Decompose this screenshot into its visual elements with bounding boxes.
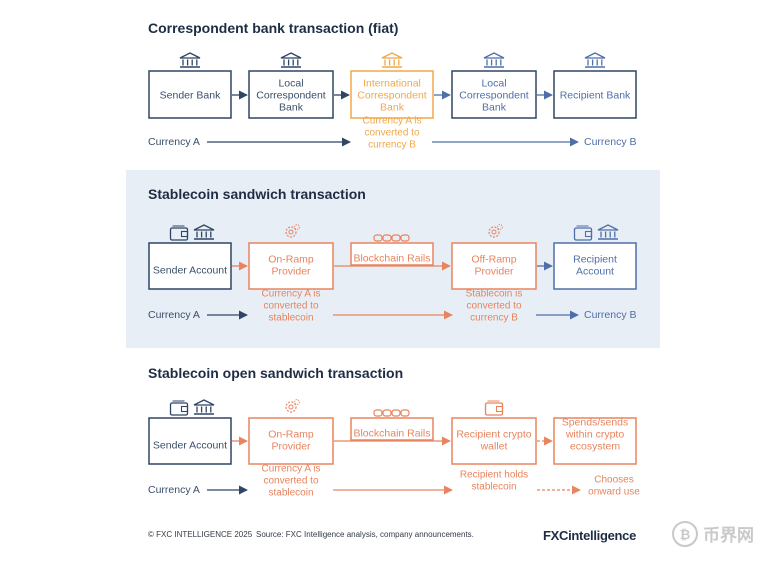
s3-box-label: Sender Account: [153, 440, 227, 452]
s2-currency-start: Currency A: [148, 309, 200, 321]
s1-box-label: Sender Bank: [160, 90, 221, 102]
s1-box-recipient-bank: Recipient Bank: [553, 70, 637, 119]
s2-box-sender-account: Sender Account: [148, 242, 232, 290]
s1-box-label: Recipient Bank: [560, 90, 631, 102]
s3-box-sender-account: Sender Account: [148, 417, 232, 465]
s2-box-blockchain-rails: Blockchain Rails: [350, 242, 434, 266]
source-text: Source: FXC Intelligence analysis, compa…: [256, 530, 474, 539]
s1-currency-start: Currency A: [148, 136, 200, 148]
section-title-open-sandwich: Stablecoin open sandwich transaction: [148, 365, 403, 381]
wallet-icon: [484, 400, 504, 416]
svg-text:₿: ₿: [680, 527, 691, 542]
bank-icon: [381, 52, 403, 68]
s3-currency-start: Currency A: [148, 484, 200, 496]
fxc-logo: FXCintelligence: [543, 528, 636, 543]
s3-box-label: Blockchain Rails: [353, 428, 430, 440]
watermark-text: 币界网: [703, 526, 754, 545]
section-title-correspondent: Correspondent bank transaction (fiat): [148, 20, 398, 36]
bank-icon: [193, 399, 215, 415]
bank-icon: [597, 224, 619, 240]
s3-box-blockchain-rails: Blockchain Rails: [350, 417, 434, 441]
s2-box-label: Blockchain Rails: [353, 253, 430, 265]
bank-icon: [584, 52, 606, 68]
wallet-icon: [169, 225, 189, 241]
watermark: ₿ 币界网: [672, 521, 754, 547]
gear-icon: [285, 399, 300, 413]
bank-icon: [193, 224, 215, 240]
copyright-text: © FXC INTELLIGENCE 2025: [148, 530, 253, 539]
wallet-icon: [169, 400, 189, 416]
s1-box-sender-bank: Sender Bank: [148, 70, 232, 119]
chain-icon: [373, 409, 410, 417]
s2-currency-end: Currency B: [584, 309, 637, 321]
wallet-icon: [573, 225, 593, 241]
s2-box-label: Sender Account: [153, 265, 227, 277]
bank-icon: [179, 52, 201, 68]
bank-icon: [483, 52, 505, 68]
s1-currency-end: Currency B: [584, 136, 637, 148]
gear-icon: [285, 224, 300, 238]
chain-icon: [373, 234, 410, 242]
section-title-stablecoin-sandwich: Stablecoin sandwich transaction: [148, 186, 366, 202]
bank-icon: [280, 52, 302, 68]
gear-icon: [488, 224, 503, 238]
